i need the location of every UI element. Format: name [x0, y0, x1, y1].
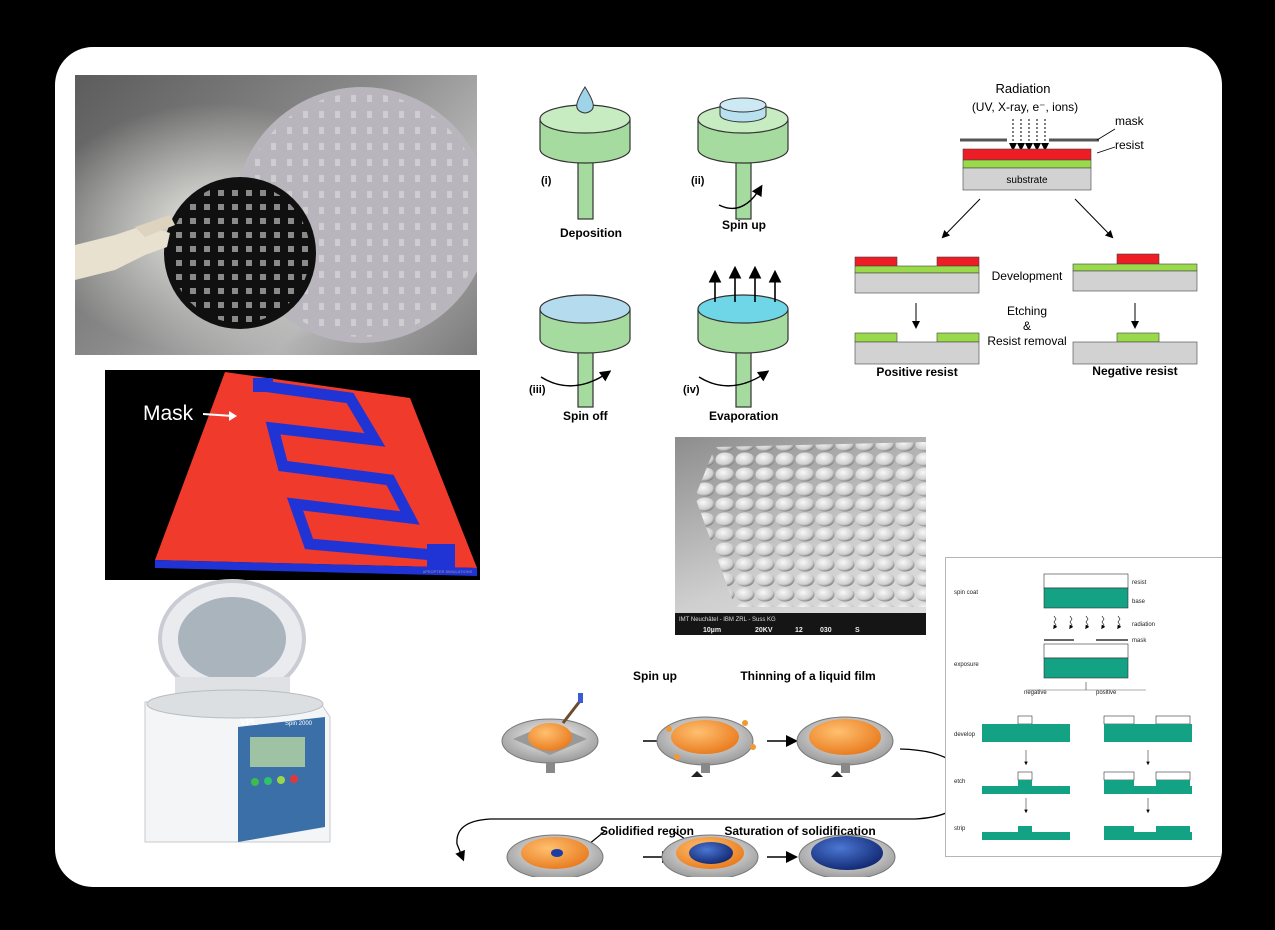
stage-spin-off [539, 294, 631, 408]
evaporation-arrows-icon [708, 265, 782, 302]
sem-kv: 20KV [755, 627, 773, 634]
stage-label-ii: (ii) [691, 175, 705, 187]
resin-drop-icon [576, 86, 594, 114]
mask-pattern [262, 380, 446, 562]
pf-positive: positive [1096, 690, 1117, 696]
substrate-block [962, 167, 1092, 191]
mask-callout: mask [1115, 114, 1145, 128]
pf-exposure: exposure [954, 662, 979, 668]
negative-resist-label: Negative resist [1092, 364, 1177, 378]
mask-render: Mask #PEOPTER SIMULATIONS [105, 370, 480, 580]
sem-letter: S [855, 627, 860, 634]
device-model: Spin 2000 [285, 721, 313, 727]
radiation-types: (UV, X-ray, e⁻, ions) [972, 100, 1078, 114]
film-thinning-diagram: Spin up Thinning of a liquid film [455, 669, 966, 877]
radiation-title: Radiation [996, 81, 1051, 96]
film-thinning-label: Thinning of a liquid film [740, 669, 875, 683]
wafer-photo [75, 75, 477, 355]
film-step-4 [506, 834, 604, 877]
stage-label-i: (i) [541, 175, 552, 187]
pf-spin-coat: spin coat [954, 590, 978, 596]
stage-spin-up [697, 97, 789, 220]
film-step-3 [796, 716, 894, 777]
caption-evaporation: Evaporation [709, 409, 778, 423]
pf-negative: negative [1024, 690, 1047, 696]
device-brand: VPL [240, 717, 258, 727]
etching-label-2: & [1023, 319, 1031, 333]
rotation-arrow-icon [718, 184, 763, 210]
caption-spin-up: Spin up [722, 218, 766, 232]
stage-deposition [539, 86, 631, 220]
positive-developed [854, 256, 980, 294]
sem-num1: 12 [795, 627, 803, 634]
resist-callout: resist [1115, 138, 1144, 152]
radiation-arrows-icon [1009, 119, 1049, 151]
pf-radiation: radiation [1132, 622, 1155, 628]
mask-label: Mask [143, 402, 194, 425]
etching-label-3: Resist removal [987, 334, 1066, 348]
sem-caption: IMT Neuchâtel - IBM ZRL - Suss KG [679, 617, 776, 623]
development-label: Development [992, 269, 1063, 283]
collage-card: Mask #PEOPTER SIMULATIONS VPL Spin 2000 [55, 47, 1222, 887]
pf-etch: etch [954, 779, 965, 785]
pf-mask: mask [1132, 638, 1147, 644]
spin-stages-diagram: (i) (ii) (iii) (iv) Deposition Spin up S… [529, 86, 789, 423]
sem-num2: 030 [820, 627, 832, 634]
process-flow-diagram: spin coat resist base radiation mask exp… [945, 557, 1222, 857]
pf-base-block [1043, 587, 1129, 609]
saturation-label: Saturation of solidification [724, 824, 875, 838]
stage-evaporation [697, 265, 789, 408]
resist-lithography-diagram: Radiation (UV, X-ray, e⁻, ions) mask res… [854, 81, 1198, 377]
pf-develop: develop [954, 732, 976, 738]
sem-micrograph: IMT Neuchâtel - IBM ZRL - Suss KG 10µm 2… [675, 437, 926, 635]
caption-spin-off: Spin off [563, 409, 609, 423]
caption-deposition: Deposition [560, 226, 622, 240]
stage-label-iii: (iii) [529, 384, 546, 396]
pf-strip: strip [954, 826, 966, 832]
render-credit: #PEOPTER SIMULATIONS [423, 569, 473, 574]
film-step-5 [661, 834, 759, 877]
stage-label-iv: (iv) [683, 384, 700, 396]
spin-coater-device: VPL Spin 2000 [120, 577, 350, 852]
pf-base: base [1132, 599, 1146, 605]
negative-developed [1072, 253, 1198, 292]
positive-etched [854, 332, 980, 365]
pf-resist: resist [1132, 580, 1147, 586]
positive-resist-label: Positive resist [876, 365, 957, 377]
microlens-array [695, 442, 926, 607]
sem-scale: 10µm [703, 627, 721, 634]
film-spin-up-label: Spin up [633, 669, 677, 683]
negative-etched [1072, 332, 1198, 365]
film-step-2 [656, 716, 756, 777]
film-step-6 [798, 834, 896, 877]
substrate-label: substrate [1006, 175, 1048, 186]
pipette-icon [561, 700, 582, 724]
solidified-label: Solidified region [600, 824, 694, 838]
etching-label-1: Etching [1007, 304, 1047, 318]
film-step-1 [501, 693, 599, 773]
device-screen [250, 737, 305, 767]
gloved-hand [75, 225, 170, 280]
